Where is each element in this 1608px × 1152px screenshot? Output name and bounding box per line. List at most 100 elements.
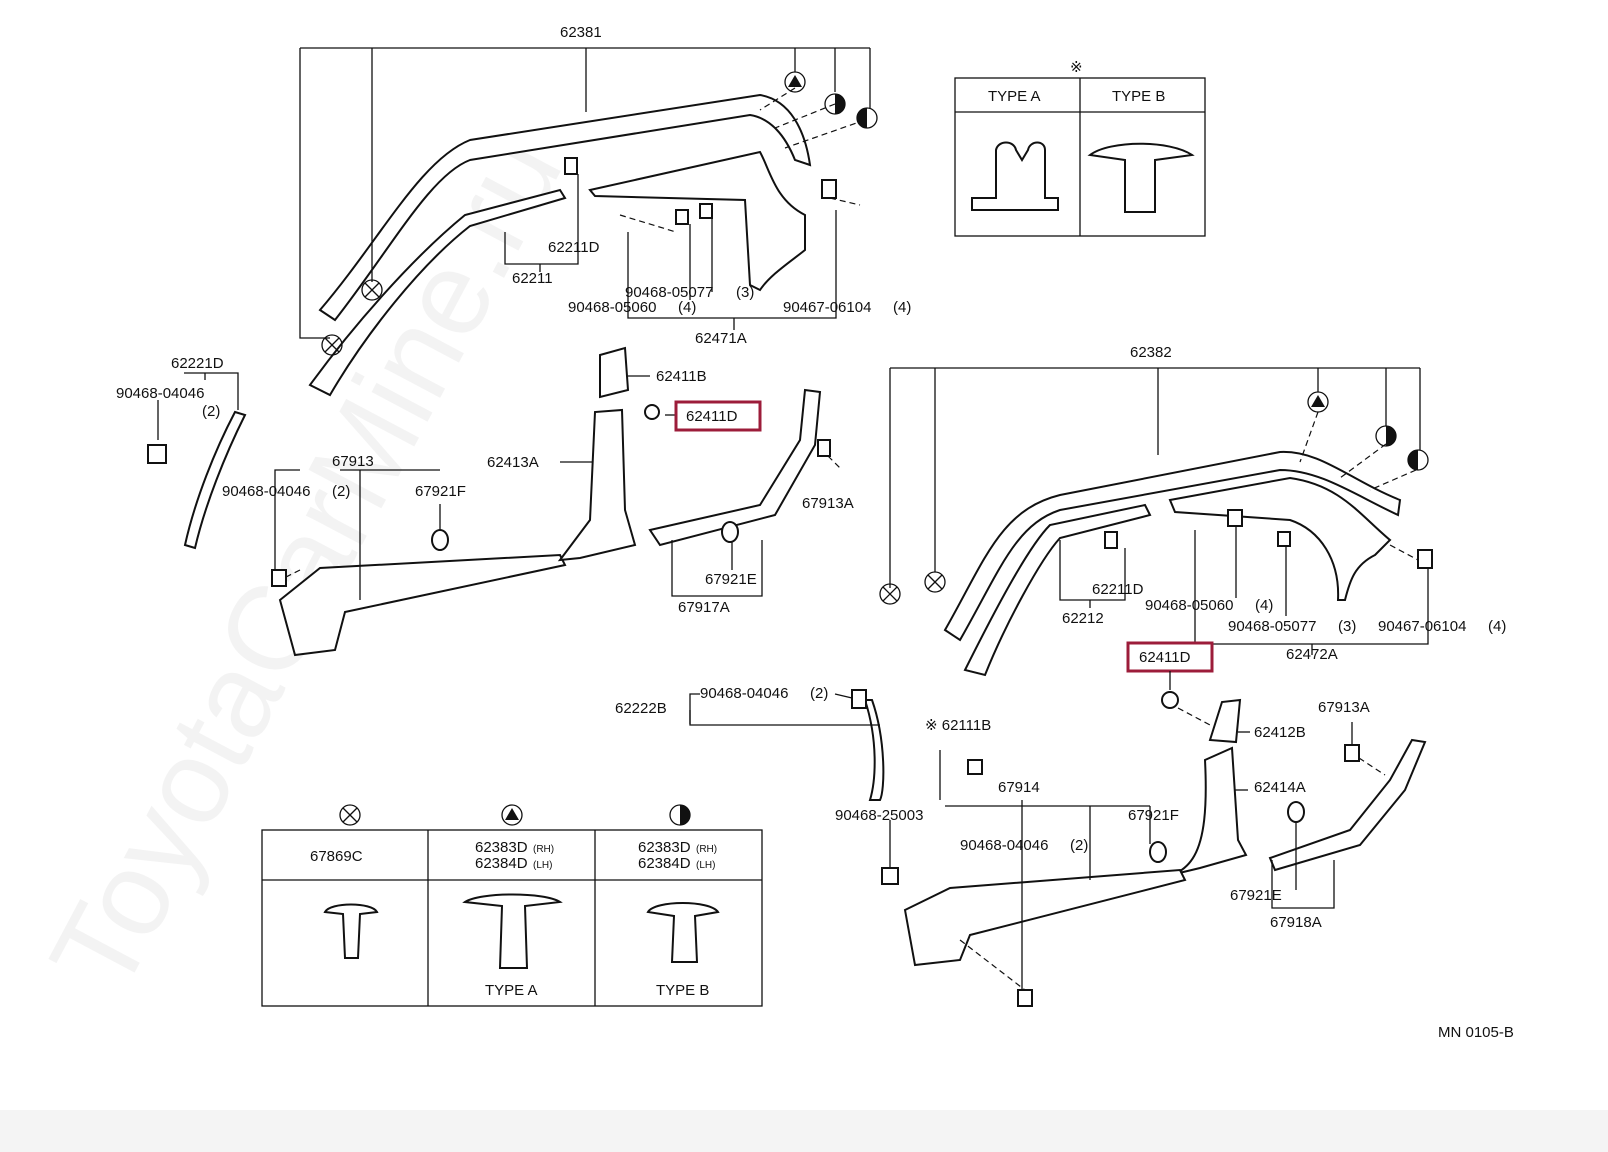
label-90468-05060: 90468-05060: [568, 299, 656, 316]
part-62212-garnish[interactable]: [963, 503, 1152, 677]
label-qty-4: (4): [678, 299, 696, 316]
label-qty-2: (2): [202, 403, 220, 420]
label-62471A: 62471A: [695, 330, 747, 347]
clip-90468-04046-b[interactable]: [271, 569, 287, 587]
label-67921F: 67921F: [415, 483, 466, 500]
label-67914: 67914: [998, 779, 1040, 796]
label-90468-04046: 90468-04046: [116, 385, 204, 402]
clip-90468-04046-a[interactable]: [147, 444, 167, 464]
part-62411B-cover[interactable]: [599, 346, 630, 399]
label-62212: 62212: [1062, 610, 1104, 627]
part-67914-scuff[interactable]: [903, 868, 1187, 967]
clip-62211D-b[interactable]: [1104, 531, 1118, 549]
clip-67921F-b[interactable]: [1149, 841, 1167, 863]
label-62222B: 62222B: [615, 700, 667, 717]
label-62412B: 62412B: [1254, 724, 1306, 741]
table-col2-part-rh: 62383D: [475, 839, 528, 856]
part-62211-garnish[interactable]: [308, 188, 567, 397]
circle-x-clip-icon: [879, 583, 901, 605]
label-67913A: 67913A: [1318, 699, 1370, 716]
part-62412B-cover[interactable]: [1208, 698, 1242, 744]
label-67918A: 67918A: [1270, 914, 1322, 931]
circle-x-clip-icon: [361, 279, 383, 301]
label-62413A: 62413A: [487, 454, 539, 471]
front-pillar-and-scuff-group: 62221D 90468-04046 (2) 62411B 62411D 624…: [116, 346, 854, 657]
clip-90468-25003[interactable]: [881, 867, 899, 885]
label-62382: 62382: [1130, 344, 1172, 361]
center-pillar-and-scuff-right-group: 62411D 90468-04046 (2): [615, 641, 1427, 1007]
label-90468-05077: 90468-05077: [1228, 618, 1316, 635]
type-a-clip-icon: [971, 141, 1059, 211]
label-62411D-highlighted[interactable]: 62411D: [686, 408, 738, 425]
label-90468-05077: 90468-05077: [625, 284, 713, 301]
part-67918A-scuff[interactable]: [1268, 738, 1427, 872]
clip-type-b-icon: [646, 902, 720, 963]
circle-x-clip-icon: [321, 334, 343, 356]
circle-x-clip-icon: [339, 804, 361, 826]
label-67913A: 67913A: [802, 495, 854, 512]
type-b-clip-icon: [1087, 142, 1195, 213]
legend-type-a-label: TYPE A: [988, 88, 1041, 105]
label-90467-06104: 90467-06104: [1378, 618, 1466, 635]
label-90468-04046: 90468-04046: [960, 837, 1048, 854]
clip-67921E-b[interactable]: [1287, 801, 1305, 823]
label-62211: 62211: [512, 270, 553, 287]
part-62222B-garnish[interactable]: [863, 699, 885, 801]
clip-62111B[interactable]: [967, 759, 983, 775]
label-90468-05060: 90468-05060: [1145, 597, 1233, 614]
label-qty-2: (2): [810, 685, 828, 702]
part-62382-garnish[interactable]: [943, 450, 1402, 642]
label-62472A: 62472A: [1286, 646, 1338, 663]
part-62413A-pillar[interactable]: [557, 408, 637, 562]
label-62111B: ※ 62111B: [925, 717, 991, 734]
table-col3-lh: (LH): [696, 860, 715, 871]
figure-code: MN 0105-B: [1438, 1024, 1514, 1041]
clip-90468-05077[interactable]: [699, 203, 713, 219]
clip-67913A-b[interactable]: [1344, 744, 1360, 762]
label-90468-04046: 90468-04046: [222, 483, 310, 500]
label-67921E: 67921E: [705, 571, 757, 588]
label-qty-3: (3): [1338, 618, 1356, 635]
clip-90468-05060[interactable]: [675, 209, 689, 225]
clip-62411D-b[interactable]: [1161, 691, 1179, 709]
label-62411B: 62411B: [656, 368, 707, 385]
label-qty-3: (3): [736, 284, 754, 301]
label-67921E: 67921E: [1230, 887, 1282, 904]
label-67917A: 67917A: [678, 599, 730, 616]
label-qty-2: (2): [1070, 837, 1088, 854]
clip-67921E[interactable]: [721, 521, 739, 543]
part-62471A-trim[interactable]: [588, 150, 806, 292]
clip-90467-06104[interactable]: [821, 179, 837, 199]
clip-67921F[interactable]: [431, 529, 449, 551]
clip-90468-04046-c[interactable]: [851, 689, 867, 709]
clip-90467-06104-b[interactable]: [1417, 549, 1433, 569]
part-67917A-scuff[interactable]: [648, 388, 822, 547]
label-qty-4: (4): [1255, 597, 1273, 614]
legend-type-b-label: TYPE B: [1112, 88, 1165, 105]
part-62472A-trim[interactable]: [1168, 476, 1392, 601]
roof-side-garnish-right-group: 62382 62211D 62212 90468-05060 (4) 90468…: [879, 344, 1506, 677]
clip-62411D-a[interactable]: [644, 404, 660, 420]
circle-x-clip-icon: [924, 571, 946, 593]
label-90468-04046: 90468-04046: [700, 685, 788, 702]
clip-62211D[interactable]: [564, 157, 578, 175]
table-col2-type: TYPE A: [485, 982, 538, 999]
table-col3-part-lh: 62384D: [638, 855, 691, 872]
clip-90468-05060-b[interactable]: [1227, 509, 1243, 527]
clip-67913A[interactable]: [817, 439, 831, 457]
roof-side-garnish-left-group: 62381 62211D 62211 90468-05077 (3) 90468…: [299, 24, 911, 397]
table-col1-part: 67869C: [310, 848, 363, 865]
label-62411D-highlighted[interactable]: 62411D: [1139, 649, 1191, 666]
label-qty-4: (4): [893, 299, 911, 316]
part-62221D-garnish[interactable]: [183, 410, 247, 550]
label-90467-06104: 90467-06104: [783, 299, 871, 316]
clip-90468-04046-d[interactable]: [1017, 989, 1033, 1007]
clip-type-legend: ※ TYPE A TYPE B: [954, 59, 1206, 237]
clip-90468-05077-b[interactable]: [1277, 531, 1291, 547]
label-62211D: 62211D: [548, 239, 600, 256]
triangle-clip-icon: [784, 71, 806, 93]
label-62381: 62381: [560, 24, 602, 41]
part-62381-garnish[interactable]: [318, 93, 812, 322]
table-col2-lh: (LH): [533, 860, 552, 871]
